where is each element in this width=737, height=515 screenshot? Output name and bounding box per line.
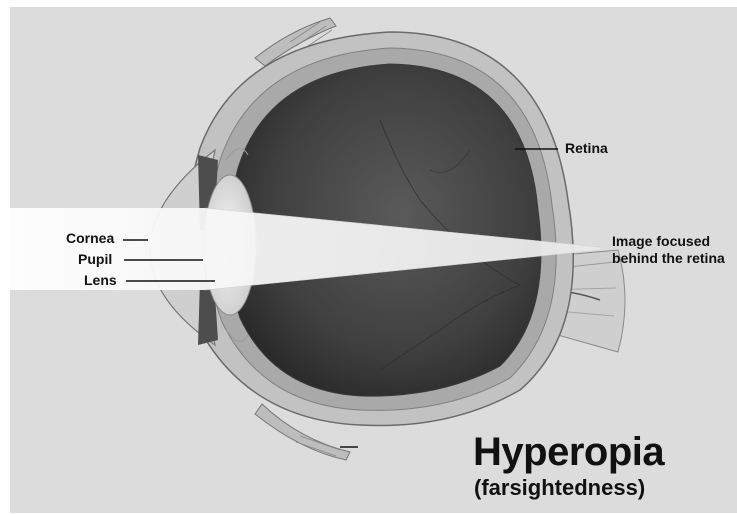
- image-focus-label: Image focused behind the retina: [612, 233, 737, 267]
- diagram-subtitle: (farsightedness): [474, 477, 645, 499]
- pupil-label: Pupil: [78, 252, 112, 266]
- image-focus-line2: behind the retina: [612, 250, 725, 266]
- retina-label: Retina: [565, 141, 608, 155]
- image-focus-line1: Image focused: [612, 233, 710, 249]
- lens-label: Lens: [84, 273, 117, 287]
- cornea-label: Cornea: [66, 231, 114, 245]
- diagram-title: Hyperopia: [473, 432, 664, 472]
